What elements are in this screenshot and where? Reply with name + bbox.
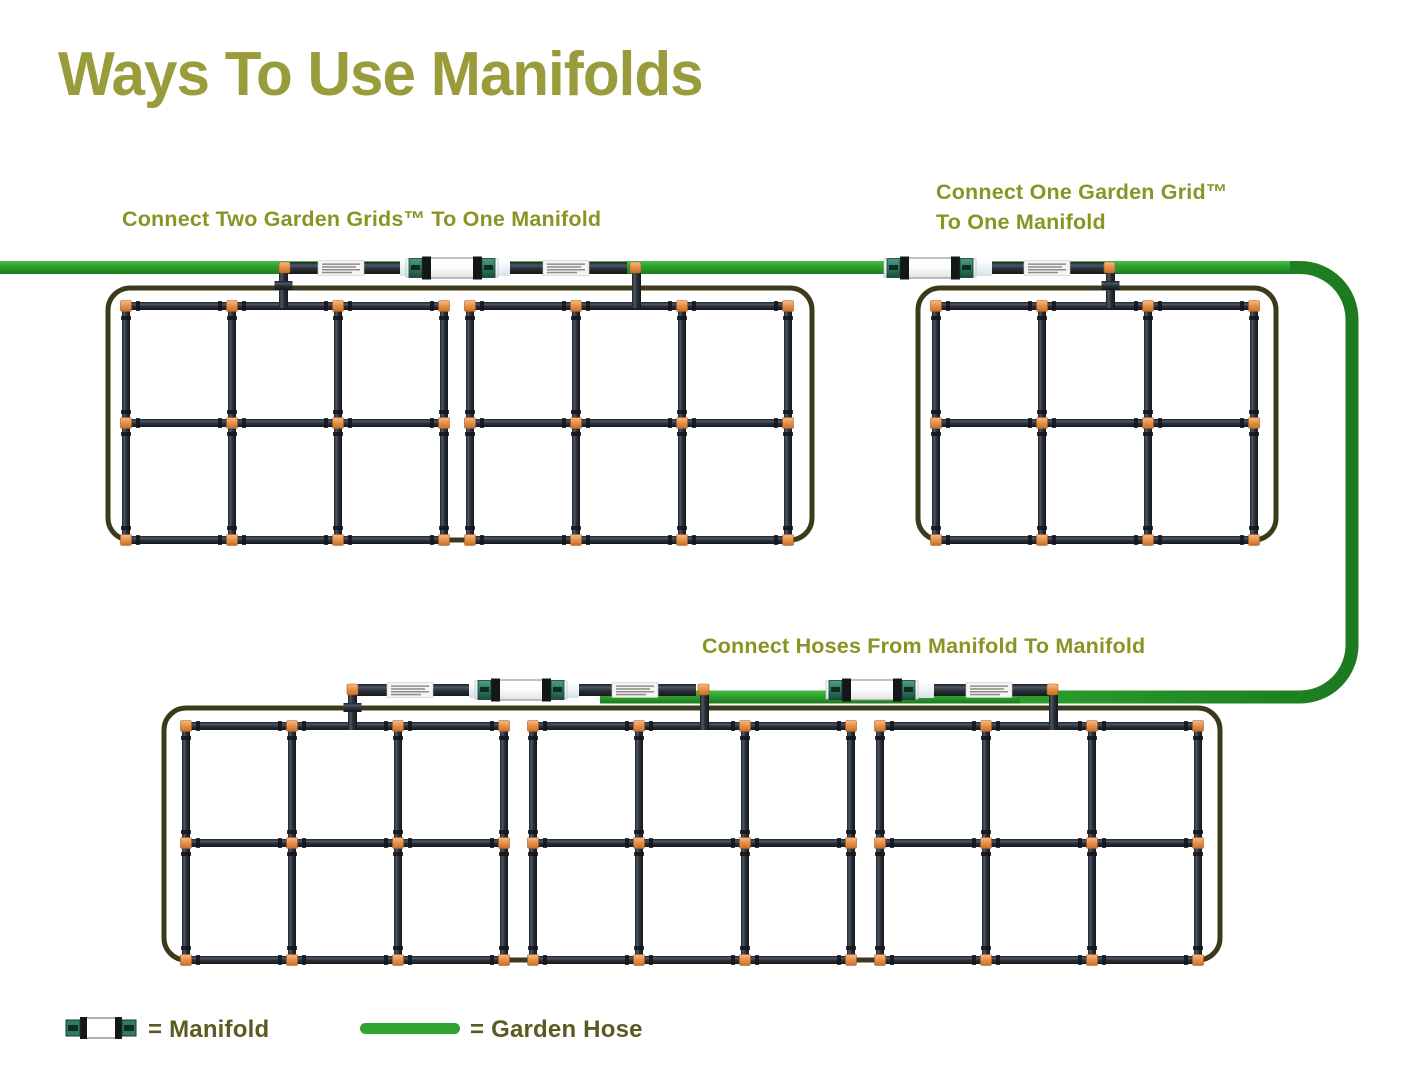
manifold-assembly-top-left xyxy=(278,255,642,281)
garden-hose-network xyxy=(0,261,1359,704)
riser-pipe-4 xyxy=(348,684,357,730)
bed-frame-three-grids xyxy=(161,705,1223,963)
riser-tee-3 xyxy=(1101,281,1120,290)
garden-grid-6 xyxy=(874,720,1204,966)
garden-grid-1 xyxy=(120,300,450,546)
bed-three-grids xyxy=(161,684,1223,966)
page-title: Ways To Use Manifolds xyxy=(58,40,704,109)
riser-pipe-2 xyxy=(632,262,641,308)
bed-frame-one-grid xyxy=(915,285,1279,543)
legend-manifold-label: = Manifold xyxy=(148,1016,270,1043)
manifold-assembly-bottom-right xyxy=(825,677,1059,703)
manifold-icon xyxy=(58,1014,144,1042)
manifold-assembly-top-right xyxy=(883,255,1116,281)
garden-grid-3 xyxy=(930,300,1260,546)
riser-tee-4 xyxy=(343,703,362,712)
riser-pipe-5 xyxy=(700,684,709,730)
garden-grid-4 xyxy=(180,720,510,966)
manifold-top-right xyxy=(883,255,977,281)
heading-connect-hoses: Connect Hoses From Manifold To Manifold xyxy=(702,634,1146,658)
garden-hose-line-icon xyxy=(360,1023,460,1034)
hose-bottom-run xyxy=(600,690,1020,704)
hose-main-supply xyxy=(0,261,1300,274)
bed-one-grid xyxy=(915,262,1279,546)
manifold-bottom-left xyxy=(474,677,568,703)
manifold-bottom-right xyxy=(825,677,919,703)
garden-grid-2 xyxy=(464,300,794,546)
manifold-top-left xyxy=(405,255,499,281)
legend-hose-label: = Garden Hose xyxy=(470,1016,643,1043)
riser-pipe-3 xyxy=(1106,262,1115,308)
heading-one-grid: Connect One Garden Grid™ To One Manifold xyxy=(936,180,1228,234)
riser-pipe-1 xyxy=(279,262,288,308)
manifold-assembly-bottom-left xyxy=(346,677,710,703)
riser-pipe-6 xyxy=(1049,684,1058,730)
bed-two-grids xyxy=(105,262,815,546)
garden-grid-5 xyxy=(527,720,857,966)
heading-two-grids: Connect Two Garden Grids™ To One Manifol… xyxy=(122,207,602,231)
bed-frame-two-grids xyxy=(105,285,815,543)
riser-tee-1 xyxy=(274,281,293,290)
